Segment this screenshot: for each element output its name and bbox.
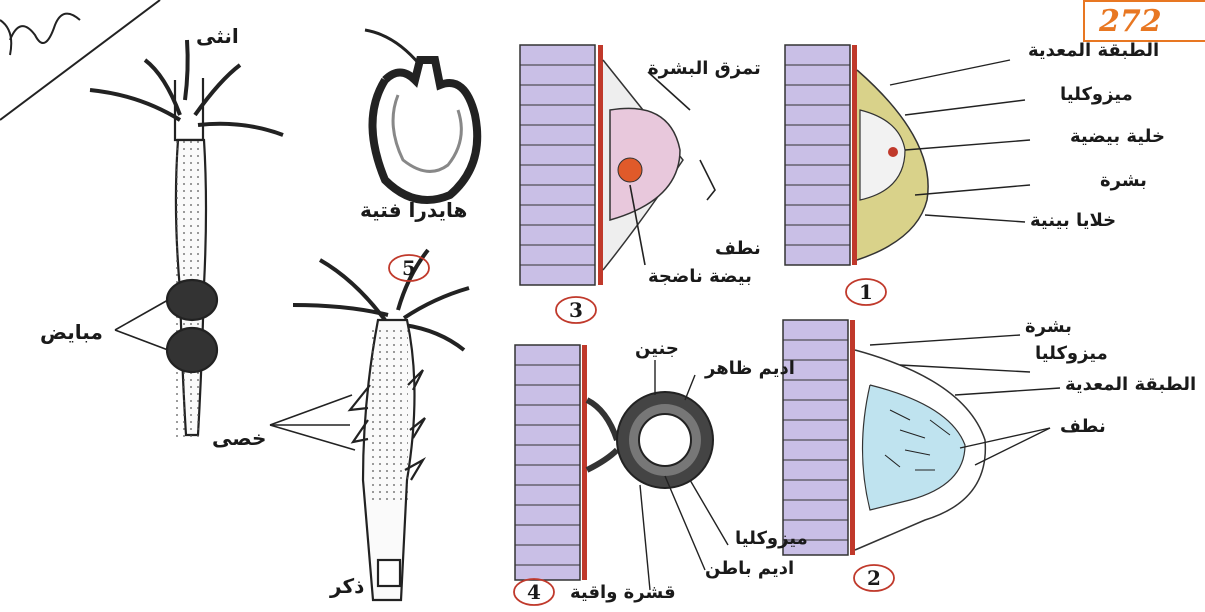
stage2-diagram bbox=[783, 320, 1060, 555]
stage3-diagram bbox=[520, 45, 715, 285]
stage2-mesoglea-label: ميزوكليا bbox=[1035, 345, 1108, 363]
stage3-ruptured-epidermis-label: تمزق البشرة bbox=[648, 60, 761, 78]
stage1-gastric-layer-label: الطبقة المعدية bbox=[1028, 42, 1159, 60]
stage2-gastric-layer-label: الطبقة المعدية bbox=[1065, 376, 1196, 394]
stage-number-1: 1 bbox=[846, 279, 886, 305]
stage1-diagram bbox=[785, 45, 1030, 265]
stage4-embryo-label: جنين bbox=[635, 340, 679, 358]
testes-label: خصى bbox=[212, 428, 266, 448]
stage4-ectoderm-label: اديم ظاهر bbox=[705, 360, 795, 378]
stage4-mesoglea-label: ميزوكليا bbox=[735, 530, 808, 548]
stage4-diagram bbox=[515, 345, 728, 590]
stage1-oocyte-label: خلية بيضية bbox=[1070, 128, 1165, 146]
stage2-epidermis-label: بشرة bbox=[1025, 318, 1072, 336]
stage-number-3: 3 bbox=[556, 297, 596, 323]
ovaries-label: مبايض bbox=[40, 322, 103, 342]
stage4-endoderm-label: اديم باطن bbox=[705, 560, 794, 578]
young-hydra-label: هايدرا فتية bbox=[360, 200, 467, 220]
corner-scribble bbox=[0, 0, 160, 120]
female-hydra bbox=[90, 40, 283, 440]
stage-number-2: 2 bbox=[854, 565, 894, 591]
stage1-interstitial-cells-label: خلايا بينية bbox=[1030, 212, 1116, 230]
female-label: انثى bbox=[196, 26, 239, 46]
young-hydra bbox=[365, 30, 477, 200]
stage1-mesoglea-label: ميزوكليا bbox=[1060, 86, 1133, 104]
page-number: 272 bbox=[1083, 0, 1205, 42]
stage3-sperm-label: نطف bbox=[715, 240, 761, 258]
testes-pointers bbox=[270, 395, 355, 450]
stage-number-5: 5 bbox=[389, 255, 429, 281]
stage1-epidermis-label: بشرة bbox=[1100, 172, 1147, 190]
ovary-pointers bbox=[115, 300, 168, 350]
stage3-mature-egg-label: بيضة ناضجة bbox=[648, 268, 752, 286]
male-label: ذكر bbox=[330, 576, 364, 596]
stage2-sperm-label: نطف bbox=[1060, 418, 1106, 436]
stage-number-4: 4 bbox=[514, 579, 554, 605]
stage4-protective-shell-label: قشرة واقية bbox=[570, 584, 676, 602]
